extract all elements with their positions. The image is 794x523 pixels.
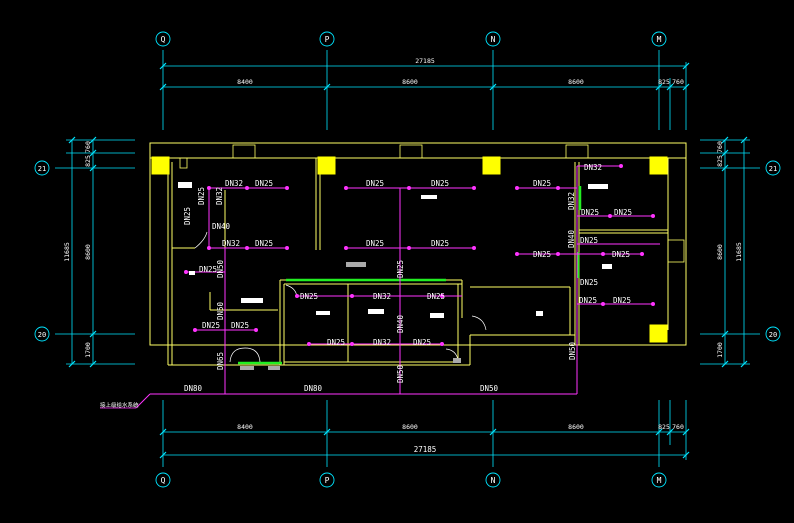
dimension-lines (55, 50, 760, 467)
dim-span-1-top: 8400 (237, 78, 253, 86)
pipe-label: DN32 (215, 187, 224, 205)
pipe-label: DN25 (255, 239, 273, 248)
dim-span-3-bottom: 8600 (568, 423, 584, 431)
pipe-label: DN25 (366, 239, 384, 248)
pipe-label: DN25 (199, 265, 217, 274)
grid-label-right-20: 20 (769, 331, 777, 339)
pipe-label: DN50 (396, 364, 405, 383)
pipe-label: DN25 (366, 179, 384, 188)
pipe-label: DN25 (183, 207, 192, 225)
dimension-text: 27185 8400 8600 8600 825 760 8400 8600 8… (63, 57, 743, 454)
grid-label-bottom-q: Q (161, 476, 166, 485)
pipe-label: DN25 (231, 321, 249, 330)
pipe-label: DN40 (567, 229, 576, 248)
pipe-label: DN65 (216, 352, 225, 370)
dim-span-1-bottom: 8400 (237, 423, 253, 431)
grid-label-bottom-n: N (491, 476, 496, 485)
dim-left-bottom: 1700 (84, 342, 92, 358)
dim-span-4-bottom: 825 (658, 423, 670, 431)
dim-right-outer: 11685 (735, 242, 743, 262)
dim-right-bottom: 1700 (716, 342, 724, 358)
dim-left-small-2: 760 (84, 141, 92, 153)
structural-columns (151, 156, 668, 343)
pipe-label: DN25 (533, 250, 551, 259)
window-marks (179, 144, 685, 263)
grid-label-top-p: P (325, 35, 330, 44)
grid-label-bottom-m: M (657, 476, 662, 485)
grid-bubbles (34, 31, 781, 488)
pipe-label: DN50 (480, 384, 499, 393)
pipe-label: DN32 (373, 338, 391, 347)
pipe-label: DN32 (225, 179, 243, 188)
dim-left-small-1: 825 (84, 155, 92, 167)
grid-bubble-labels: Q P N M Q P N M 21 20 21 20 (38, 35, 777, 485)
grid-label-bottom-p: P (325, 476, 330, 485)
dim-span-2-bottom: 8600 (402, 423, 418, 431)
pipe-label: DN50 (216, 259, 225, 278)
pipe-label: DN32 (567, 192, 576, 210)
dim-span-4-top: 825 (658, 78, 670, 86)
supply-note: 接上级给水系统 (100, 401, 139, 409)
dim-total-top: 27185 (415, 57, 435, 65)
grid-label-top-m: M (657, 35, 662, 44)
pipe-label: DN50 (216, 301, 225, 320)
pipe-label: DN25 (413, 338, 431, 347)
green-fixtures (238, 186, 582, 365)
pipe-label: DN32 (373, 292, 391, 301)
pipe-label: DN25 (300, 292, 318, 301)
pipe-label: DN25 (197, 187, 206, 205)
pipe-label: DN40 (396, 314, 405, 333)
grid-label-left-21: 21 (38, 165, 46, 173)
dim-span-5-bottom: 760 (672, 423, 684, 431)
dim-left-main: 8600 (84, 244, 92, 260)
dimension-ticks (68, 62, 748, 459)
grid-label-top-n: N (491, 35, 496, 44)
pipe-label: DN80 (304, 384, 323, 393)
pipe-label: DN25 (327, 338, 345, 347)
pipe-label: DN25 (202, 321, 220, 330)
pipe-label: DN32 (222, 239, 240, 248)
pipe-label: DN25 (533, 179, 551, 188)
supply-leader: 接上级给水系统 (100, 393, 151, 409)
pipe-label: DN40 (212, 222, 231, 231)
dim-right-main: 8600 (716, 244, 724, 260)
grid-label-top-q: Q (161, 35, 166, 44)
pipe-label: DN25 (612, 250, 630, 259)
pipe-label: DN32 (584, 163, 602, 172)
pipe-label: DN25 (579, 296, 597, 305)
pipe-label: DN25 (431, 239, 449, 248)
door-swings (194, 231, 487, 363)
pipe-label: DN25 (614, 208, 632, 217)
pipe-label: DN80 (184, 384, 203, 393)
pipe-label: DN25 (580, 278, 598, 287)
pipe-label: DN25 (431, 179, 449, 188)
room-tag-blocks (178, 182, 612, 318)
dim-right-small-1: 825 (716, 155, 724, 167)
dim-right-small-2: 760 (716, 141, 724, 153)
grid-label-left-20: 20 (38, 331, 46, 339)
gray-fixtures (240, 262, 461, 370)
pipe-label: DN25 (613, 296, 631, 305)
pipe-label: DN25 (427, 292, 445, 301)
pipe-label: DN25 (581, 208, 599, 217)
dim-span-3-top: 8600 (568, 78, 584, 86)
grid-label-right-21: 21 (769, 165, 777, 173)
pipe-labels: DN32 DN25 DN25 DN25 DN25 DN32 DN25 DN25 … (183, 163, 632, 393)
dim-left-outer: 11685 (63, 242, 71, 262)
dim-total-bottom: 27185 (414, 445, 437, 454)
pipe-label: DN25 (396, 260, 405, 278)
pipe-label: DN50 (568, 341, 577, 360)
pipe-label: DN25 (255, 179, 273, 188)
pipe-fixture-points (184, 164, 655, 346)
pipe-label: DN25 (580, 236, 598, 245)
dim-span-2-top: 8600 (402, 78, 418, 86)
dim-span-5-top: 760 (672, 78, 684, 86)
